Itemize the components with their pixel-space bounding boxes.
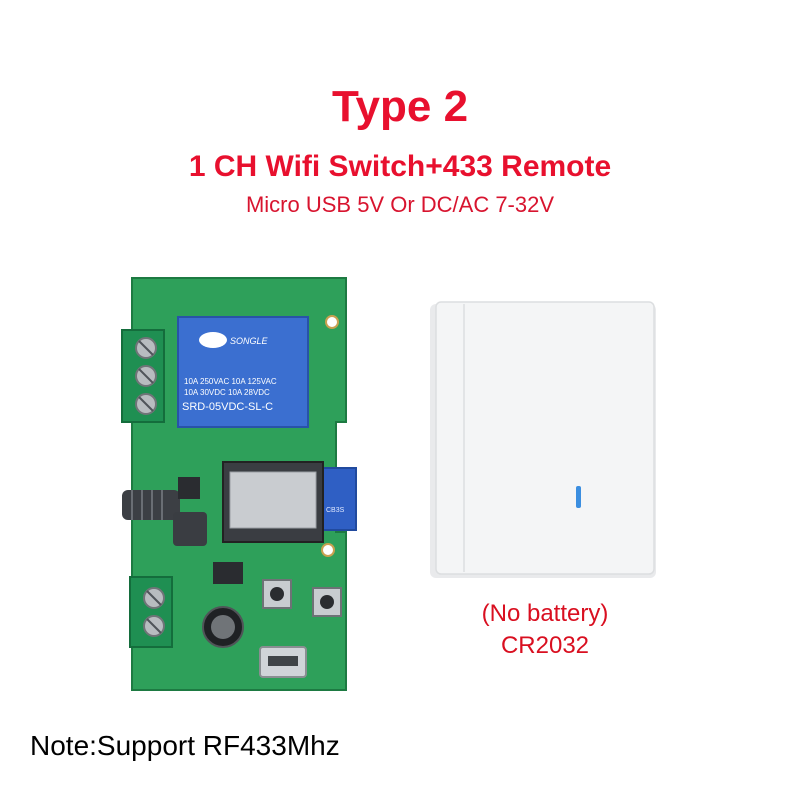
battery-line-1: (No battery) <box>481 600 609 627</box>
product-subtitle: 1 CH Wifi Switch+433 Remote <box>188 150 612 183</box>
battery-note: (No battery) CR2032 <box>440 598 650 662</box>
battery-line-2: CR2032 <box>500 632 590 659</box>
remote-switch-image <box>430 301 656 578</box>
power-spec: Micro USB 5V Or DC/AC 7-32V <box>245 192 555 217</box>
page-title: Type 2 <box>331 82 469 131</box>
led-indicator <box>576 486 581 508</box>
relay-board-image: SONGLE 10A 250VAC 10A 125VAC 10A 30VDC 1… <box>121 277 357 691</box>
relay-spec-2: 10A 30VDC 10A 28VDC <box>184 388 270 397</box>
relay-model: SRD-05VDC-SL-C <box>182 401 273 413</box>
relay-spec-1: 10A 250VAC 10A 125VAC <box>184 377 277 386</box>
relay-brand: SONGLE <box>230 336 269 346</box>
footer-note: Note:Support RF433Mhz <box>30 730 340 761</box>
module-label: CB3S <box>326 507 345 514</box>
